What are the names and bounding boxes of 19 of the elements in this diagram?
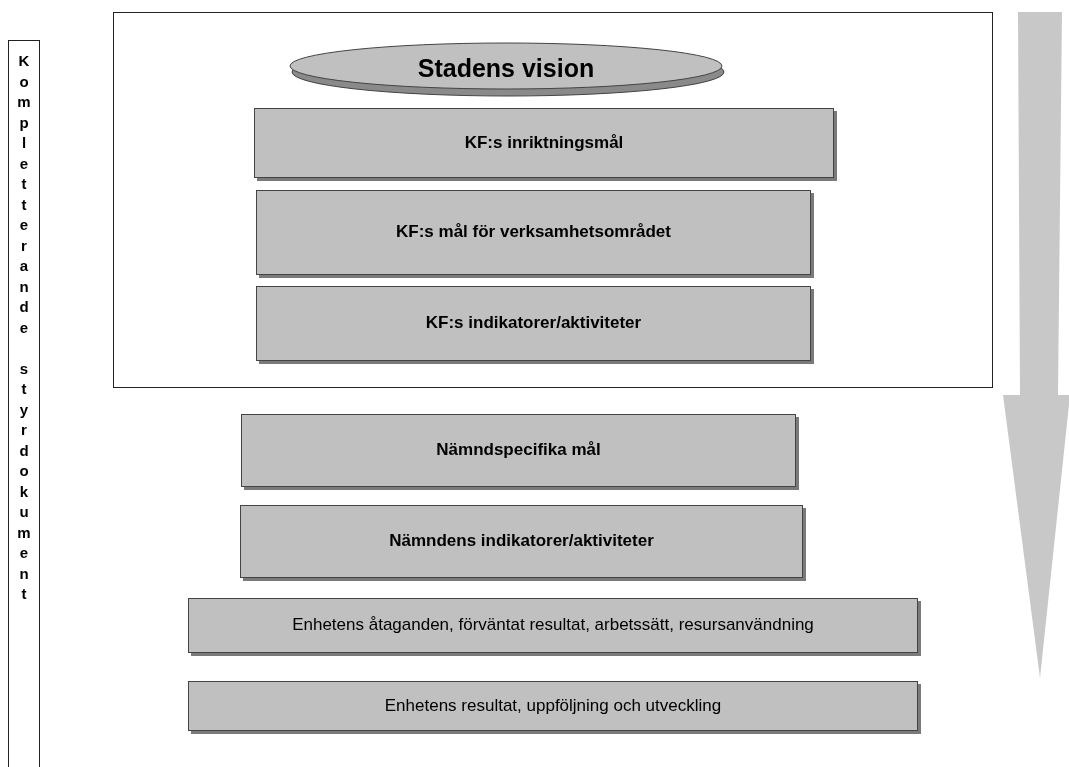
vision-oval [286, 39, 726, 97]
level-box [256, 286, 811, 361]
level-label: Nämndens indikatorer/aktiviteter [389, 530, 654, 553]
level-label: Nämndspecifika mål [436, 439, 601, 462]
level-label: Enhetens resultat, uppföljning och utveckling [384, 694, 722, 717]
level-label: Enhetens åtaganden, förväntat resultat, arbetssätt, resursanvändning [292, 614, 814, 637]
level-label: KF:s indikatorer/aktiviteter [424, 312, 643, 335]
level-box [254, 108, 834, 178]
frame-box [113, 12, 993, 388]
level-label: KF:s inriktningsmål [463, 131, 625, 154]
vertical-label: Kompletterande styrdokument [17, 51, 31, 604]
level-box [188, 598, 918, 653]
level-box [241, 414, 796, 487]
level-box [256, 190, 811, 275]
level-label: KF:s mål för verksamhetsområdet [395, 221, 672, 244]
label-box [8, 40, 40, 767]
level-box [188, 681, 918, 731]
level-label: Stadens vision [417, 52, 595, 84]
level-box [240, 505, 803, 578]
